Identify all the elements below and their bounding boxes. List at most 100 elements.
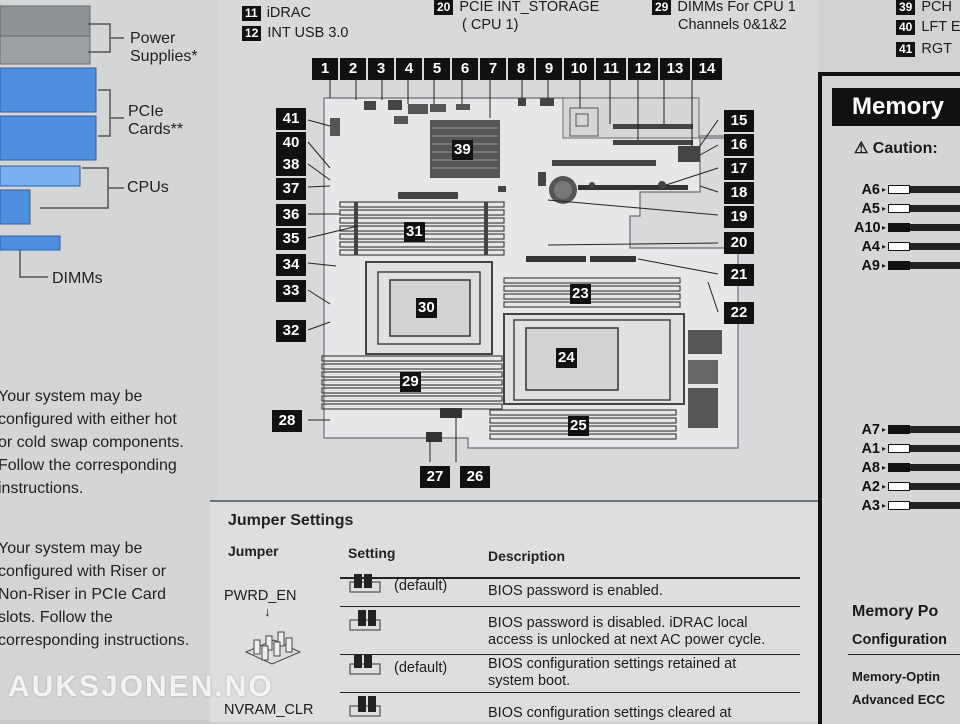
slot-group-bottom: A7▸ A1▸ A8▸ A2▸ A3▸: [854, 420, 960, 515]
jumper-settings-title: Jumper Settings: [228, 512, 354, 529]
col-header-description: Description: [488, 548, 566, 564]
note-line: Your system may be: [0, 540, 143, 557]
callout-22: 22: [724, 302, 754, 324]
callout-41: 41: [276, 108, 306, 130]
slot-connector: [888, 242, 911, 251]
arrow-right-icon: ▸: [882, 185, 887, 194]
slot-label: A10: [854, 219, 881, 236]
callout-38: 38: [276, 154, 306, 176]
slot-connector: [888, 463, 911, 472]
memory-box: [818, 72, 960, 724]
callout-25: 25: [568, 416, 589, 436]
slot-row: A9▸: [854, 256, 960, 275]
arrow-right-icon: ▸: [882, 463, 887, 472]
top-legend-item: 11 iDRAC: [242, 4, 311, 22]
pop-row-label: Memory-Optin: [852, 669, 941, 684]
arrow-up-icon: ↑: [264, 674, 271, 689]
jumper-name-nvram-clr: NVRAM_CLR: [224, 702, 314, 718]
jumper-setting-icon: [349, 696, 381, 717]
slot-bar: [910, 464, 960, 471]
callout-37: 37: [276, 178, 306, 200]
legend-label: PCIE INT_STORAGE: [459, 0, 600, 15]
callout-10: 10: [564, 58, 594, 80]
callout-5: 5: [424, 58, 450, 80]
legend-number: 39: [896, 0, 916, 15]
default-label: (default): [394, 578, 448, 594]
row-divider: [340, 654, 800, 655]
callout-23: 23: [570, 284, 591, 304]
legend-number: 20: [434, 0, 454, 15]
legend-number: 29: [652, 0, 672, 15]
slot-bar: [910, 224, 960, 231]
slot-connector: [888, 185, 911, 194]
jumper-setting-icon: [349, 654, 381, 675]
arrow-right-icon: ▸: [882, 444, 887, 453]
legend-label: PCH: [921, 0, 952, 15]
note-line: Your system may be: [0, 388, 143, 405]
pop-row-label: Advanced ECC: [852, 692, 946, 707]
arrow-right-icon: ▸: [882, 482, 887, 491]
callout-2: 2: [340, 58, 366, 80]
slot-row: A7▸: [854, 420, 960, 439]
arrow-right-icon: ▸: [882, 223, 887, 232]
callout-28: 28: [272, 410, 302, 432]
note-line: Follow the corresponding: [0, 457, 177, 474]
note-line: Non-Riser in PCIe Card: [0, 586, 167, 603]
callout-36: 36: [276, 204, 306, 226]
top-legend-item: ( CPU 1): [462, 16, 518, 34]
callout-9: 9: [536, 58, 562, 80]
caution-label: ⚠ Caution:: [854, 138, 938, 158]
jumper-setting-icon: [349, 574, 381, 593]
slot-bar: [910, 426, 960, 433]
jumper-settings-section: Jumper Settings Jumper Setting Descripti…: [210, 500, 820, 722]
slot-row: A5▸: [854, 199, 960, 218]
warning-icon: ⚠: [854, 140, 873, 157]
callout-40: 40: [276, 132, 306, 154]
callout-21: 21: [724, 264, 754, 286]
callout-19: 19: [724, 206, 754, 228]
row-1-description: BIOS password is enabled.: [488, 583, 663, 600]
default-label: (default): [394, 660, 448, 676]
memory-title: Memory: [832, 88, 960, 126]
row-divider: [340, 692, 800, 693]
slot-label: A3: [861, 497, 880, 514]
legend-label: INT USB 3.0: [267, 25, 349, 41]
callout-24: 24: [556, 348, 577, 368]
arrow-right-icon: ▸: [882, 425, 887, 434]
legend-label: LFT E: [921, 19, 960, 35]
callout-20: 20: [724, 232, 754, 254]
note-line: instructions.: [0, 480, 84, 497]
slot-connector: [888, 501, 911, 510]
desc-line: access is unlocked at next AC power cycl…: [488, 632, 766, 648]
slot-label: A7: [861, 421, 880, 438]
slot-bar: [910, 262, 960, 269]
row-3-description: BIOS configuration settings retained at …: [488, 656, 736, 690]
callout-33: 33: [276, 280, 306, 302]
memory-population-subtitle: Configuration: [852, 632, 948, 648]
arrow-down-icon: ↓: [264, 604, 271, 619]
callout-14: 14: [692, 58, 722, 80]
slot-row: A8▸: [854, 458, 960, 477]
slot-connector: [888, 482, 911, 491]
legend-number: 41: [896, 42, 916, 57]
slot-connector: [888, 223, 911, 232]
legend-number: 11: [242, 6, 261, 21]
legend-pcie-cards: PCIe Cards**: [128, 103, 184, 138]
swap-note: Your system may be configured with eithe…: [0, 385, 184, 500]
desc-line: BIOS configuration settings retained at: [488, 656, 737, 672]
callout-30: 30: [416, 298, 437, 318]
slot-label: A9: [861, 257, 880, 274]
callout-34: 34: [276, 254, 306, 276]
note-line: configured with Riser or: [0, 563, 167, 580]
legend-number: 12: [242, 26, 262, 41]
col-header-jumper: Jumper: [228, 543, 279, 559]
slot-bar: [910, 502, 960, 509]
legend-label: iDRAC: [266, 5, 311, 21]
motherboard-diagram-panel: 11 iDRAC 12 INT USB 3.0 20 PCIE INT_STORAGE…: [218, 0, 818, 720]
arrow-right-icon: ▸: [882, 501, 887, 510]
callout-18: 18: [724, 182, 754, 204]
callout-32: 32: [276, 320, 306, 342]
row-2-description: BIOS password is disabled. iDRAC local a…: [488, 615, 765, 649]
arrow-right-icon: ▸: [882, 242, 887, 251]
